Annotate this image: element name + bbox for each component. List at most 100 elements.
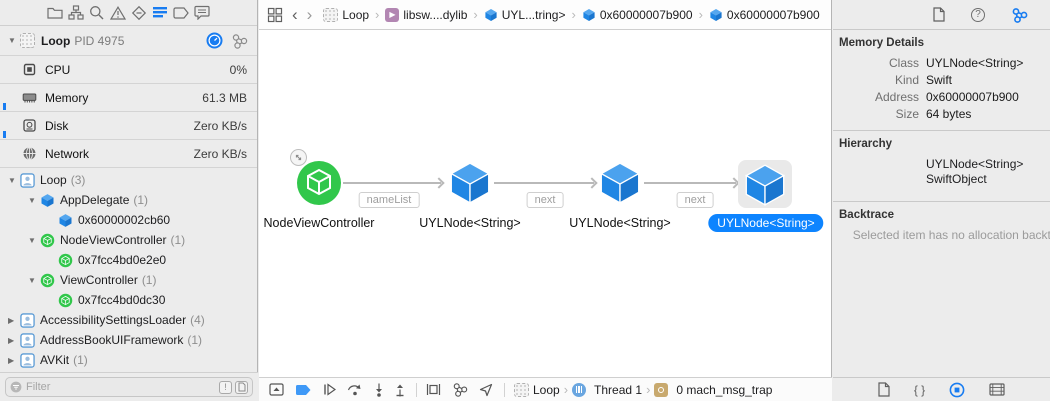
gauge-row-memory[interactable]: Memory 61.3 MB [0, 84, 257, 112]
tree-row-accessibility[interactable]: ▶ AccessibilitySettingsLoader (4) [0, 310, 257, 330]
gauge-row-network[interactable]: Network Zero KB/s [0, 140, 257, 168]
node-label: UYLNode<String> [569, 216, 671, 230]
detail-value: 64 bytes [926, 107, 972, 121]
graph-node-uylnode-1[interactable] [448, 161, 492, 205]
tree-row-address[interactable]: 0x7fcc4bd0dc30 [0, 290, 257, 310]
breadcrumb-separator: › [698, 7, 703, 22]
disclosure-triangle[interactable]: ▼ [28, 275, 36, 285]
disclosure-triangle[interactable]: ▶ [8, 315, 15, 325]
cpu-chip-icon [22, 62, 37, 77]
graph-node-uylnode-2[interactable] [598, 161, 642, 205]
breadcrumb-separator: › [646, 382, 651, 397]
filter-bar: ! [0, 372, 258, 401]
related-items-icon[interactable] [267, 7, 283, 23]
object-library-icon[interactable] [949, 382, 965, 398]
filter-input[interactable] [26, 381, 216, 393]
node-label: UYLNode<String> [419, 216, 521, 230]
media-library-icon[interactable] [989, 383, 1005, 396]
tree-row-nodeviewcontroller[interactable]: ▼ NodeViewController (1) [0, 230, 257, 250]
simulate-location-icon[interactable] [479, 383, 493, 397]
disclosure-triangle[interactable]: ▶ [8, 355, 15, 365]
inspector-tab-bar: ? [833, 0, 1050, 30]
filter-file-button[interactable] [235, 380, 248, 394]
file-template-library-icon[interactable] [878, 382, 890, 397]
file-inspector-icon[interactable] [933, 7, 945, 22]
tree-label: 0x7fcc4bd0e2e0 [78, 253, 167, 267]
debug-breadcrumb-frame[interactable]: 0 mach_msg_trap [654, 382, 772, 397]
step-out-icon[interactable] [395, 383, 405, 397]
disclosure-triangle[interactable]: ▼ [28, 195, 36, 205]
breadcrumb-item-class[interactable]: UYL...tring> [484, 8, 565, 22]
diamond-icon[interactable] [129, 4, 149, 22]
disk-icon [22, 118, 37, 133]
process-row[interactable]: ▼ Loop PID 4975 [0, 26, 257, 56]
view-hierarchy-debugger-icon[interactable] [426, 383, 441, 396]
step-over-icon[interactable] [347, 383, 363, 396]
folder-icon[interactable] [45, 4, 65, 22]
person-icon [20, 172, 35, 188]
app-placeholder-icon [323, 7, 339, 22]
detail-key: Kind [894, 73, 919, 87]
detail-value: UYLNode<String> [926, 56, 1024, 70]
quick-help-inspector-icon[interactable]: ? [971, 7, 985, 22]
disclosure-triangle[interactable]: ▼ [8, 36, 16, 45]
breadcrumb-item-app[interactable]: Loop [323, 7, 369, 22]
breadcrumb-separator: › [571, 7, 576, 22]
process-name: Loop [41, 33, 71, 48]
tree-row-address[interactable]: 0x60000002cb60 [0, 210, 257, 230]
gauge-row-disk[interactable]: Disk Zero KB/s [0, 112, 257, 140]
search-icon[interactable] [87, 4, 107, 22]
gauge-value: Zero KB/s [193, 146, 247, 161]
graph-node-nodeviewcontroller[interactable] [296, 160, 342, 206]
memory-inspector-icon[interactable] [1011, 7, 1028, 23]
tree-label: AddressBookUIFramework [40, 333, 184, 347]
speech-bubble-icon[interactable] [192, 4, 212, 22]
divider [416, 382, 417, 397]
org-chart-icon[interactable] [66, 4, 86, 22]
tree-row-loop[interactable]: ▼ Loop (3) [0, 170, 257, 190]
back-button[interactable]: ‹ [292, 4, 298, 24]
tree-row-viewcontroller[interactable]: ▼ ViewController (1) [0, 270, 257, 290]
graph-edge [494, 182, 594, 184]
disclosure-triangle[interactable]: ▼ [8, 175, 16, 185]
gauge-label: Disk [45, 118, 69, 133]
hierarchy-item: SwiftObject [926, 172, 987, 186]
breakpoints-toggle-icon[interactable] [295, 384, 312, 396]
breadcrumb-separator: › [473, 7, 478, 22]
warning-icon[interactable] [108, 4, 128, 22]
expand-arrows-badge[interactable] [290, 149, 307, 166]
code-snippet-library-icon[interactable]: { } [913, 382, 926, 397]
breadcrumb-item-address[interactable]: 0x60000007b900 [709, 8, 820, 22]
debug-gauge-icon[interactable] [150, 4, 170, 22]
step-into-icon[interactable] [374, 383, 384, 397]
hide-debug-area-icon[interactable] [269, 383, 284, 396]
breadcrumb-item-dylib[interactable]: ▶ libsw....dylib [385, 7, 467, 22]
tree-row-avkit[interactable]: ▶ AVKit (1) [0, 350, 257, 370]
tree-row-address[interactable]: 0x7fcc4bd0e2e0 [0, 250, 257, 270]
breadcrumb-separator: › [563, 382, 569, 397]
forward-button[interactable]: › [306, 4, 313, 24]
memory-graph-icon[interactable] [230, 31, 249, 50]
disclosure-triangle[interactable]: ▶ [8, 335, 15, 345]
memory-graph-canvas[interactable]: nameList next next NodeViewController UY… [259, 30, 831, 376]
filter-field[interactable]: ! [5, 377, 253, 397]
graph-edge [644, 182, 736, 184]
gauge-label: Network [45, 146, 90, 161]
memory-graph-debugger-icon[interactable] [452, 382, 468, 397]
debug-breadcrumb-process[interactable]: Loop [514, 382, 560, 397]
gauge-row-cpu[interactable]: CPU 0% [0, 56, 257, 84]
continue-execution-icon[interactable] [323, 383, 336, 396]
performance-gauge-icon[interactable] [205, 31, 224, 50]
tag-icon[interactable] [171, 4, 191, 22]
cube-blue-icon [58, 213, 73, 228]
breadcrumb-item-address[interactable]: 0x60000007b900 [582, 8, 693, 22]
filter-issues-button[interactable]: ! [219, 380, 232, 394]
tree-row-addressbook[interactable]: ▶ AddressBookUIFramework (1) [0, 330, 257, 350]
graph-node-uylnode-3-selected[interactable] [743, 163, 787, 207]
filter-icon [10, 381, 22, 393]
tree-row-appdelegate[interactable]: ▼ AppDelegate (1) [0, 190, 257, 210]
debug-breadcrumb-thread[interactable]: Thread 1 [572, 382, 642, 397]
disclosure-triangle[interactable]: ▼ [28, 235, 36, 245]
cube-blue-icon [709, 8, 723, 22]
breadcrumb-label: 0x60000007b900 [599, 7, 693, 22]
